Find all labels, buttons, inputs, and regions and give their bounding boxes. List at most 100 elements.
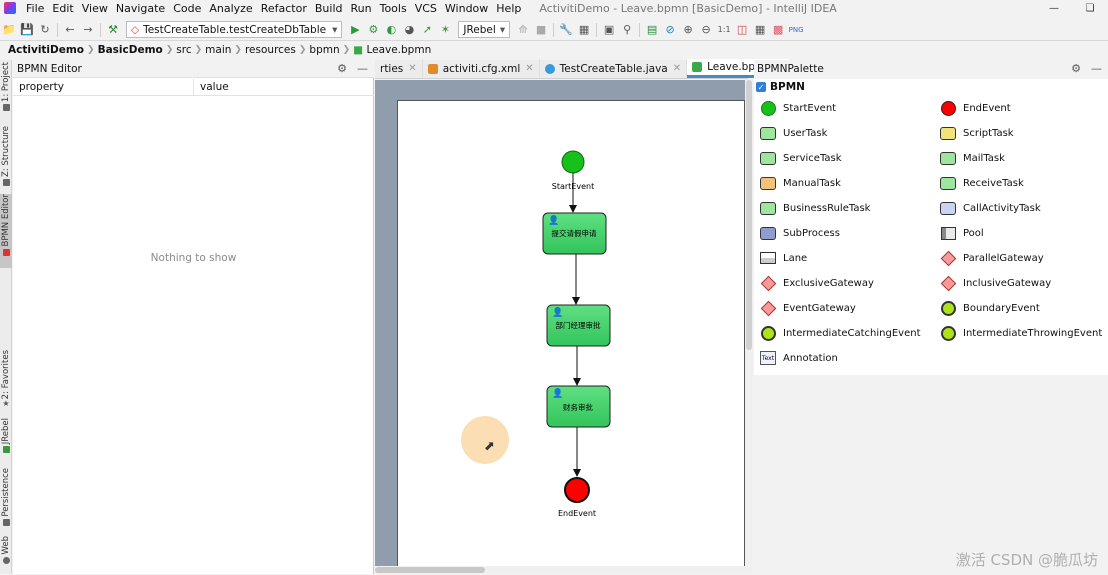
stripe-tab-persistence[interactable]: Persistence [0,468,12,526]
palette-item-lane[interactable]: Lane [760,250,807,266]
close-icon[interactable]: ✕ [408,63,416,74]
stripe-tab-jrebel[interactable]: JRebel [0,418,12,458]
user-task[interactable]: 👤 提交请假申请 [543,213,606,254]
menu-build[interactable]: Build [311,2,347,15]
menu-window[interactable]: Window [441,2,492,15]
terminal-icon[interactable]: ▣ [600,21,618,39]
update-icon[interactable]: ⟰ [514,21,532,39]
breadcrumb-item-file[interactable]: ■ Leave.bpmn [350,44,434,56]
property-column-header[interactable]: property [13,79,194,95]
palette-item-start-event[interactable]: StartEvent [760,100,836,116]
palette-item-call-activity-task[interactable]: CallActivityTask [940,200,1041,216]
breadcrumb-item[interactable]: BasicDemo [95,44,166,56]
stripe-tab-bpmn-editor[interactable]: BPMN Editor [0,194,12,268]
tab-test-create-table[interactable]: TestCreateTable.java✕ [540,59,687,78]
stripe-tab-web[interactable]: Web [0,536,12,566]
close-icon[interactable]: ✕ [525,63,533,74]
close-icon[interactable]: ✕ [673,63,681,74]
png-export-icon[interactable]: PNG [787,21,805,39]
jrebel-select[interactable]: JRebel ▾ [458,21,510,38]
tab-activiti-cfg[interactable]: activiti.cfg.xml✕ [423,59,540,78]
palette-item-manual-task[interactable]: ManualTask [760,175,841,191]
stripe-tab-favorites[interactable]: 2: Favorites★ [0,350,12,406]
forward-arrow-icon[interactable]: → [79,21,97,39]
palette-item-boundary-event[interactable]: BoundaryEvent [940,300,1040,316]
checkbox-checked-icon[interactable]: ✓ [756,82,766,92]
menu-file[interactable]: File [22,2,48,15]
run-configuration-select[interactable]: ◇ TestCreateTable.testCreateDbTable ▾ [126,21,342,38]
menu-analyze[interactable]: Analyze [205,2,256,15]
tab-properties[interactable]: rties✕ [375,59,423,78]
hide-panel-icon[interactable]: — [1091,62,1102,75]
menu-run[interactable]: Run [347,2,376,15]
menu-refactor[interactable]: Refactor [257,2,311,15]
menu-view[interactable]: View [78,2,112,15]
jrebel-run-icon[interactable]: ➚ [418,21,436,39]
menu-tools[interactable]: Tools [376,2,411,15]
run-icon[interactable]: ▶ [346,21,364,39]
palette-item-user-task[interactable]: UserTask [760,125,827,141]
coverage-icon[interactable]: ◐ [382,21,400,39]
palette-item-script-task[interactable]: ScriptTask [940,125,1014,141]
scroll-thumb[interactable] [746,80,752,350]
sync-icon[interactable]: ↻ [36,21,54,39]
palette-item-exclusive-gateway[interactable]: ExclusiveGateway [760,275,874,291]
breadcrumb-item[interactable]: bpmn [306,44,342,56]
stripe-tab-structure[interactable]: Z: Structure [0,126,12,186]
palette-group-bpmn[interactable]: ✓ BPMN [756,81,805,93]
palette-item-intermediate-catching-event[interactable]: IntermediateCatchingEvent [760,325,921,341]
build-hammer-icon[interactable]: ⚒ [104,21,122,39]
no-entry-icon[interactable]: ⊘ [661,21,679,39]
palette-item-intermediate-throwing-event[interactable]: IntermediateThrowingEvent [940,325,1102,341]
debug-icon[interactable]: ⚙ [364,21,382,39]
project-structure-icon[interactable]: ▦ [575,21,593,39]
horizontal-scrollbar[interactable] [375,566,745,574]
user-task[interactable]: 👤 财务审批 [547,386,610,427]
palette-item-end-event[interactable]: EndEvent [940,100,1011,116]
search-icon[interactable]: ⚲ [618,21,636,39]
back-arrow-icon[interactable]: ← [61,21,79,39]
menu-navigate[interactable]: Navigate [112,2,169,15]
menu-edit[interactable]: Edit [48,2,77,15]
bpmn-canvas[interactable]: StartEvent 👤 提交请假申请 👤 部门经理审批 👤 财务审批 End [375,80,745,574]
maximize-button[interactable]: ❏ [1072,0,1108,16]
wrench-icon[interactable]: 🔧 [557,21,575,39]
palette-item-receive-task[interactable]: ReceiveTask [940,175,1024,191]
grid-icon[interactable]: ▦ [751,21,769,39]
chart-icon[interactable]: ▤ [643,21,661,39]
palette-item-inclusive-gateway[interactable]: InclusiveGateway [940,275,1051,291]
end-event[interactable] [565,478,589,502]
breadcrumb-item[interactable]: src [173,44,194,56]
gear-icon[interactable]: ⚙ [1071,62,1081,75]
palette-item-parallel-gateway[interactable]: ParallelGateway [940,250,1044,266]
palette-item-pool[interactable]: Pool [940,225,984,241]
fit-icon[interactable]: ◫ [733,21,751,39]
value-column-header[interactable]: value [194,79,229,95]
start-event[interactable] [562,151,584,173]
menu-vcs[interactable]: VCS [411,2,441,15]
gear-icon[interactable]: ⚙ [337,62,347,75]
export-icon[interactable]: ▩ [769,21,787,39]
zoom-in-icon[interactable]: ⊕ [679,21,697,39]
minimize-button[interactable]: — [1036,0,1072,16]
user-task[interactable]: 👤 部门经理审批 [547,305,610,346]
scroll-thumb[interactable] [375,567,485,573]
open-folder-icon[interactable]: 📁 [0,21,18,39]
hide-panel-icon[interactable]: — [357,62,368,75]
palette-item-subprocess[interactable]: SubProcess [760,225,840,241]
vertical-scrollbar[interactable] [745,80,753,574]
palette-item-service-task[interactable]: ServiceTask [760,150,842,166]
stripe-tab-project[interactable]: 1: Project [0,62,12,114]
breadcrumb-item[interactable]: main [202,44,234,56]
menu-code[interactable]: Code [169,2,205,15]
palette-item-mail-task[interactable]: MailTask [940,150,1005,166]
palette-item-event-gateway[interactable]: EventGateway [760,300,856,316]
menu-help[interactable]: Help [492,2,525,15]
breadcrumb-item[interactable]: ActivitiDemo [5,44,87,56]
palette-item-business-rule-task[interactable]: BusinessRuleTask [760,200,870,216]
save-icon[interactable]: 💾 [18,21,36,39]
jrebel-debug-icon[interactable]: ✶ [436,21,454,39]
breadcrumb-item[interactable]: resources [242,44,299,56]
actual-size-icon[interactable]: 1:1 [715,21,733,39]
